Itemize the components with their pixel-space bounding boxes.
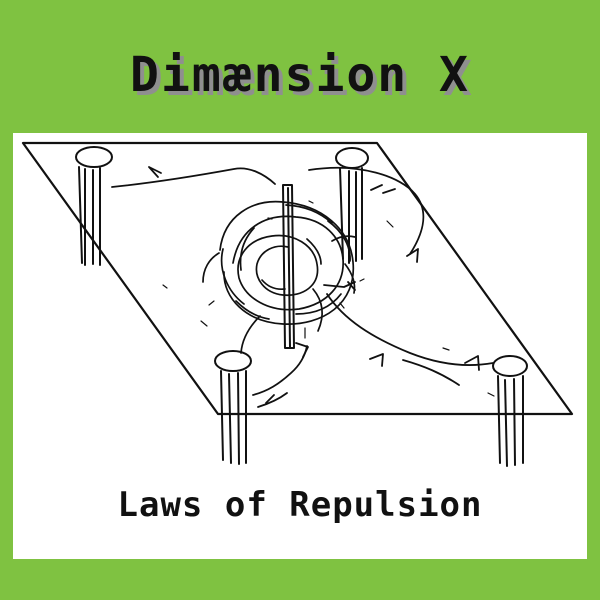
vortex-swirl (202, 200, 356, 354)
pillar-body-back-left (78, 166, 101, 266)
album-subtitle: Laws of Repulsion (117, 485, 483, 525)
plane-outline (21, 141, 574, 416)
pillar-body-back-right (339, 167, 363, 264)
pillar-top-back-left (75, 146, 113, 168)
pillar-center (282, 184, 295, 349)
pillar-top-front-left (214, 350, 252, 372)
pillar-body-front-right (497, 375, 524, 467)
artwork-panel (13, 133, 587, 559)
current-arrows (111, 166, 494, 408)
album-title: Dimænsion X (130, 47, 470, 103)
title-shadow-text: Dimænsion X (134, 51, 474, 107)
pillar-top-front-right (492, 355, 528, 377)
pillar-body-front-left (220, 370, 247, 465)
title-block: Dimænsion X Dimænsion X (0, 46, 600, 126)
pillar-top-back-right (335, 147, 369, 169)
sketch-marks (162, 200, 495, 397)
pillars-and-plane-drawing (21, 141, 574, 467)
